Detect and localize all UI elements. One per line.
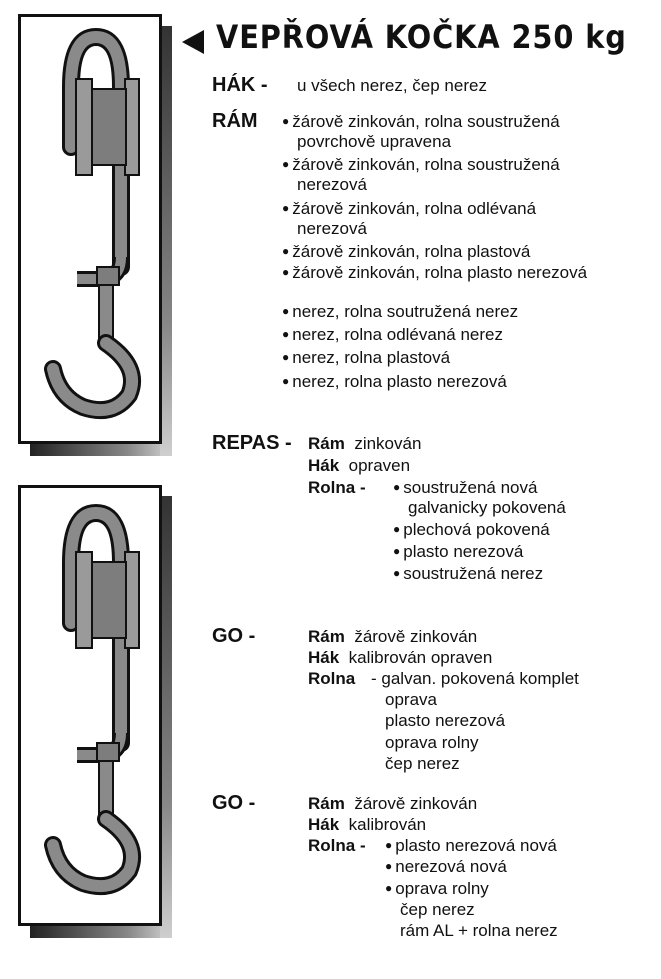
go2-rolna-item-2: nerezová nová <box>385 857 507 878</box>
ram-item-6: nerez, rolna soutružená nerez <box>282 302 518 323</box>
arrow-left-icon <box>182 30 204 54</box>
go1-hak-value: kalibrován opraven <box>348 648 493 667</box>
hak-label: HÁK - <box>212 74 268 96</box>
ram-item-3-cont: nerezová <box>297 219 367 238</box>
panel-shadow-bottom-2 <box>30 926 170 938</box>
repas-hak-value: opraven <box>348 456 411 475</box>
repas-hak-row: Hák opraven <box>308 456 410 476</box>
go2-hak-value: kalibrován <box>348 815 427 834</box>
ram-label: RÁM <box>212 110 258 132</box>
illustration-panel-bottom <box>18 485 162 926</box>
go2-rolna-item-1: plasto nerezová nová <box>385 836 557 857</box>
repas-rolna-item-1: soustružená nová <box>393 478 537 499</box>
repas-rolna-item-1-cont: galvanicky pokovená <box>408 498 566 517</box>
repas-rolna-key: Rolna - <box>308 478 366 497</box>
repas-ram-key: Rám <box>308 434 345 453</box>
go2-ram-value: žárově zinkován <box>354 794 478 813</box>
go1-hak-row: Hák kalibrován opraven <box>308 648 492 668</box>
panel-shadow-right-2 <box>160 496 172 938</box>
pulley-hook-illustration <box>44 27 142 419</box>
repas-ram-row: Rám zinkován <box>308 434 421 454</box>
go2-hak-key: Hák <box>308 815 340 834</box>
go1-rolna-item-2: oprava <box>385 690 437 709</box>
go1-ram-row: Rám žárově zinkován <box>308 627 477 647</box>
repas-rolna-item-3: plasto nerezová <box>393 542 523 563</box>
ram-item-2: žárově zinkován, rolna soustružená <box>282 155 559 176</box>
go2-rolna-key: Rolna - <box>308 836 366 855</box>
go1-rolna-item-3: plasto nerezová <box>385 711 506 730</box>
go2-label: GO - <box>212 792 256 814</box>
go1-hak-key: Hák <box>308 648 340 667</box>
ram-item-2-cont: nerezová <box>297 175 367 194</box>
repas-label: REPAS - <box>212 432 292 454</box>
go1-ram-value: žárově zinkován <box>354 627 478 646</box>
go2-ram-key: Rám <box>308 794 345 813</box>
pulley-hook-illustration-2 <box>44 503 142 895</box>
go2-rolna-item-4: čep nerez <box>400 900 475 919</box>
ram-item-5: žárově zinkován, rolna plasto nerezová <box>282 263 587 284</box>
hak-text: u všech nerez, čep nerez <box>297 76 487 95</box>
repas-rolna-item-4: soustružená nerez <box>393 564 543 585</box>
go1-rolna-item-1: - galvan. pokovená komplet <box>371 669 579 688</box>
ram-item-4: žárově zinkován, rolna plastová <box>282 242 530 263</box>
go2-rolna-item-3: oprava rolny <box>385 879 489 900</box>
ram-item-3: žárově zinkován, rolna odlévaná <box>282 199 536 220</box>
go1-ram-key: Rám <box>308 627 345 646</box>
page-title: VEPŘOVÁ KOČKA 250 kg <box>216 18 627 56</box>
go1-rolna-key: Rolna <box>308 669 356 688</box>
panel-shadow-right <box>160 26 172 456</box>
repas-ram-value: zinkován <box>354 434 422 453</box>
go1-rolna-item-5: čep nerez <box>385 754 460 773</box>
panel-shadow-bottom <box>30 444 170 456</box>
ram-item-1-cont: povrchově upravena <box>297 132 452 151</box>
ram-item-8: nerez, rolna plastová <box>282 348 450 369</box>
go2-rolna-item-5: rám AL + rolna nerez <box>400 921 558 940</box>
go1-label: GO - <box>212 625 256 647</box>
repas-hak-key: Hák <box>308 456 340 475</box>
ram-item-7: nerez, rolna odlévaná nerez <box>282 325 503 346</box>
illustration-panel-top <box>18 14 162 444</box>
repas-rolna-item-2: plechová pokovená <box>393 520 550 541</box>
ram-item-9: nerez, rolna plasto nerezová <box>282 372 507 393</box>
go2-ram-row: Rám žárově zinkován <box>308 794 477 814</box>
go1-rolna-item-4: oprava rolny <box>385 733 479 752</box>
ram-item-1: žárově zinkován, rolna soustružená <box>282 112 559 133</box>
go2-hak-row: Hák kalibrován <box>308 815 426 835</box>
